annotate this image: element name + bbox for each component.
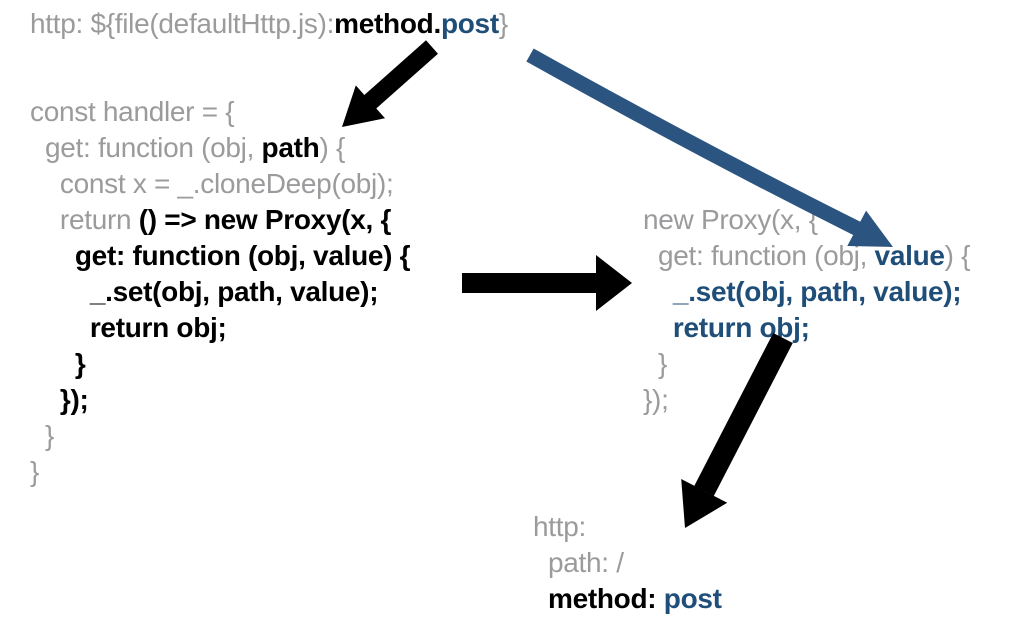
- code-segment: method.: [334, 8, 441, 39]
- code-segment: http:: [533, 511, 586, 542]
- handler-code-block: const handler = { get: function (obj, pa…: [30, 94, 411, 490]
- code-line: get: function (obj, path) {: [30, 130, 410, 166]
- code-line: });: [643, 382, 970, 418]
- code-segment: post: [663, 583, 722, 614]
- code-line: _.set(obj, path, value);: [30, 274, 410, 310]
- code-line: http:: [533, 509, 722, 545]
- code-segment: }: [498, 8, 508, 39]
- code-segment: _.set(obj, path, value);: [672, 276, 962, 307]
- code-line: get: function (obj, value) {: [643, 238, 971, 274]
- code-segment: const handler = {: [30, 96, 235, 127]
- code-segment: return obj;: [672, 312, 810, 343]
- code-segment: [533, 583, 548, 614]
- code-segment: get: function (obj,: [30, 132, 262, 163]
- code-line: method: post: [533, 581, 722, 617]
- yaml-variable-line: http: ${file(defaultHttp.js):method.post…: [30, 6, 508, 42]
- code-line: new Proxy(x, {: [643, 202, 970, 238]
- resolved-yaml-block: http: path: / method: post: [533, 509, 722, 617]
- code-segment: get: function (obj,: [643, 240, 875, 271]
- code-segment: value: [874, 240, 945, 271]
- code-segment: method:: [547, 583, 664, 614]
- code-segment: const x = _.cloneDeep(obj);: [30, 168, 394, 199]
- arrow-head: [596, 255, 632, 311]
- code-segment: http: ${file(defaultHttp.js):: [30, 8, 335, 39]
- code-line: return obj;: [643, 310, 970, 346]
- code-line: return () => new Proxy(x, {: [30, 202, 410, 238]
- code-segment: get: function (obj, value) {: [30, 240, 411, 271]
- proxy-result-code-block: new Proxy(x, { get: function (obj, value…: [643, 202, 971, 418]
- code-line: path: /: [533, 545, 722, 581]
- code-segment: return obj;: [30, 312, 227, 343]
- code-segment: }: [30, 456, 40, 487]
- code-line: }: [30, 454, 410, 490]
- code-line: });: [30, 382, 410, 418]
- code-segment: [643, 312, 673, 343]
- code-line: const handler = {: [30, 94, 410, 130]
- code-segment: ) {: [319, 132, 346, 163]
- code-segment: }: [30, 420, 55, 451]
- code-line: }: [30, 346, 410, 382]
- code-segment: });: [30, 384, 89, 415]
- code-segment: }: [643, 348, 668, 379]
- code-line: return obj;: [30, 310, 410, 346]
- code-segment: [643, 276, 673, 307]
- code-segment: path: /: [533, 547, 624, 578]
- code-segment: path: [261, 132, 320, 163]
- code-line: }: [643, 346, 970, 382]
- code-line: const x = _.cloneDeep(obj);: [30, 166, 410, 202]
- code-segment: new Proxy(x, {: [643, 204, 818, 235]
- code-line: http: ${file(defaultHttp.js):method.post…: [30, 6, 508, 42]
- code-segment: });: [643, 384, 669, 415]
- code-segment: }: [30, 348, 86, 379]
- code-segment: ) {: [944, 240, 971, 271]
- arrow-handler-to-proxy-result: [462, 255, 632, 311]
- code-segment: post: [440, 8, 499, 39]
- code-line: get: function (obj, value) {: [30, 238, 411, 274]
- code-segment: _.set(obj, path, value);: [30, 276, 379, 307]
- code-line: }: [30, 418, 410, 454]
- code-segment: return: [30, 204, 139, 235]
- code-line: _.set(obj, path, value);: [643, 274, 970, 310]
- code-segment: () => new Proxy(x, {: [138, 204, 392, 235]
